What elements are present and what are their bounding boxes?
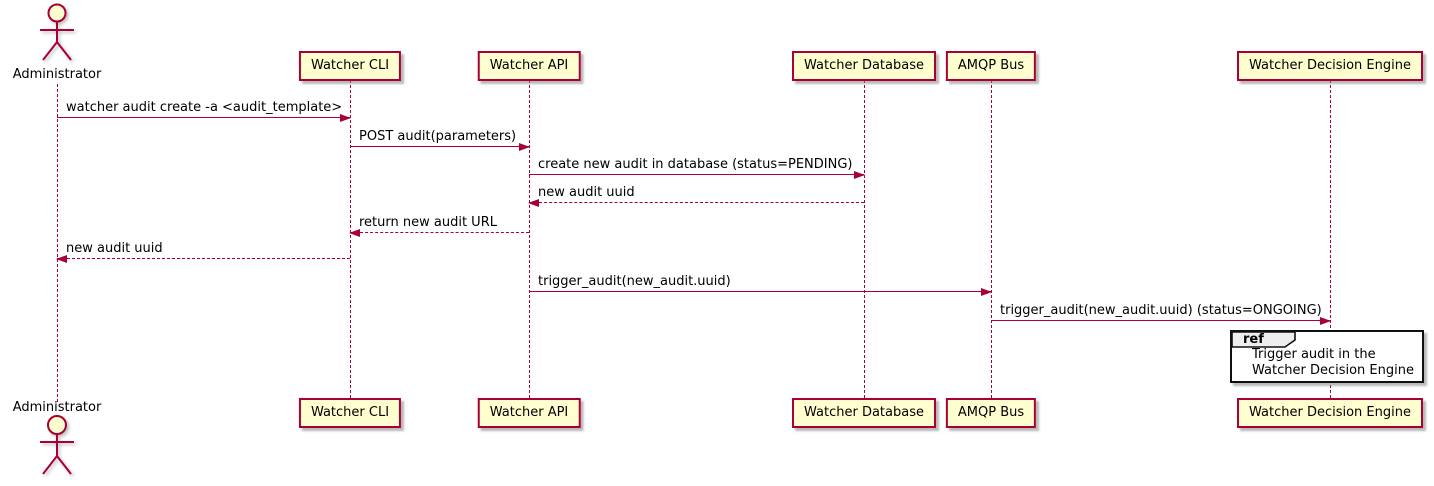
participant-watcher-database-top: Watcher Database (792, 51, 936, 81)
ref-body-text: Trigger audit in the Watcher Decision En… (1252, 347, 1414, 379)
participant-watcher-database-bottom: Watcher Database (792, 398, 936, 428)
message-return-audit-url: return new audit URL (349, 213, 529, 237)
message-line (57, 117, 350, 118)
ref-header-pentagon (1231, 331, 1296, 348)
lifeline-amqp-bus (991, 80, 992, 398)
message-trigger-audit: trigger_audit(new_audit.uuid) (529, 272, 992, 296)
ref-keyword: ref (1243, 332, 1264, 347)
arrowhead-icon (340, 114, 351, 122)
participant-watcher-api-bottom: Watcher API (477, 398, 581, 428)
message-label: new audit uuid (66, 241, 163, 256)
message-line (350, 232, 529, 233)
message-line (529, 174, 864, 175)
arrowhead-icon (349, 229, 360, 237)
message-label: return new audit URL (359, 215, 497, 230)
actor-administrator-top (35, 3, 79, 68)
message-label: new audit uuid (538, 185, 635, 200)
message-label: POST audit(parameters) (359, 129, 517, 144)
ref-body-line2: Watcher Decision Engine (1252, 363, 1414, 378)
message-new-audit-uuid-admin: new audit uuid (56, 239, 350, 263)
message-label: trigger_audit(new_audit.uuid) (538, 274, 731, 289)
lifeline-watcher-cli (350, 80, 351, 398)
message-line (350, 146, 529, 147)
arrowhead-icon (981, 288, 992, 296)
arrowhead-icon (528, 199, 539, 207)
actor-label-administrator-bottom: Administrator (12, 400, 102, 415)
participant-watcher-api-top: Watcher API (477, 51, 581, 81)
lifeline-watcher-decision-engine (1330, 80, 1331, 398)
arrowhead-icon (854, 171, 865, 179)
arrowhead-icon (1320, 317, 1331, 325)
message-line (529, 202, 864, 203)
actor-administrator-bottom (35, 414, 79, 482)
participant-amqp-bus-top: AMQP Bus (945, 51, 1037, 81)
message-audit-create: watcher audit create -a <audit_template> (57, 98, 351, 122)
message-label: create new audit in database (status=PEN… (538, 157, 853, 172)
lifeline-watcher-database (864, 80, 865, 398)
actor-icon (40, 415, 74, 475)
message-line (529, 291, 991, 292)
message-trigger-audit-ongoing: trigger_audit(new_audit.uuid) (status=ON… (991, 301, 1331, 325)
participant-watcher-cli-top: Watcher CLI (298, 51, 402, 81)
participant-watcher-decision-engine-top: Watcher Decision Engine (1237, 51, 1423, 81)
ref-body-line1: Trigger audit in the (1252, 347, 1376, 362)
ref-fragment: ref Trigger audit in the Watcher Decisio… (1230, 330, 1424, 383)
lifeline-administrator (57, 84, 58, 402)
message-new-audit-uuid-db: new audit uuid (528, 183, 864, 207)
arrowhead-icon (519, 143, 530, 151)
arrowhead-icon (56, 255, 67, 263)
message-label: watcher audit create -a <audit_template> (66, 100, 343, 115)
message-line (57, 258, 350, 259)
actor-label-administrator-top: Administrator (12, 67, 102, 82)
message-post-audit: POST audit(parameters) (350, 127, 530, 151)
participant-watcher-decision-engine-bottom: Watcher Decision Engine (1237, 398, 1423, 428)
actor-icon (40, 3, 74, 61)
lifeline-watcher-api (529, 80, 530, 398)
message-create-audit-db: create new audit in database (status=PEN… (529, 155, 865, 179)
message-label: trigger_audit(new_audit.uuid) (status=ON… (1000, 303, 1322, 318)
participant-amqp-bus-bottom: AMQP Bus (945, 398, 1037, 428)
participant-watcher-cli-bottom: Watcher CLI (298, 398, 402, 428)
message-line (991, 320, 1330, 321)
